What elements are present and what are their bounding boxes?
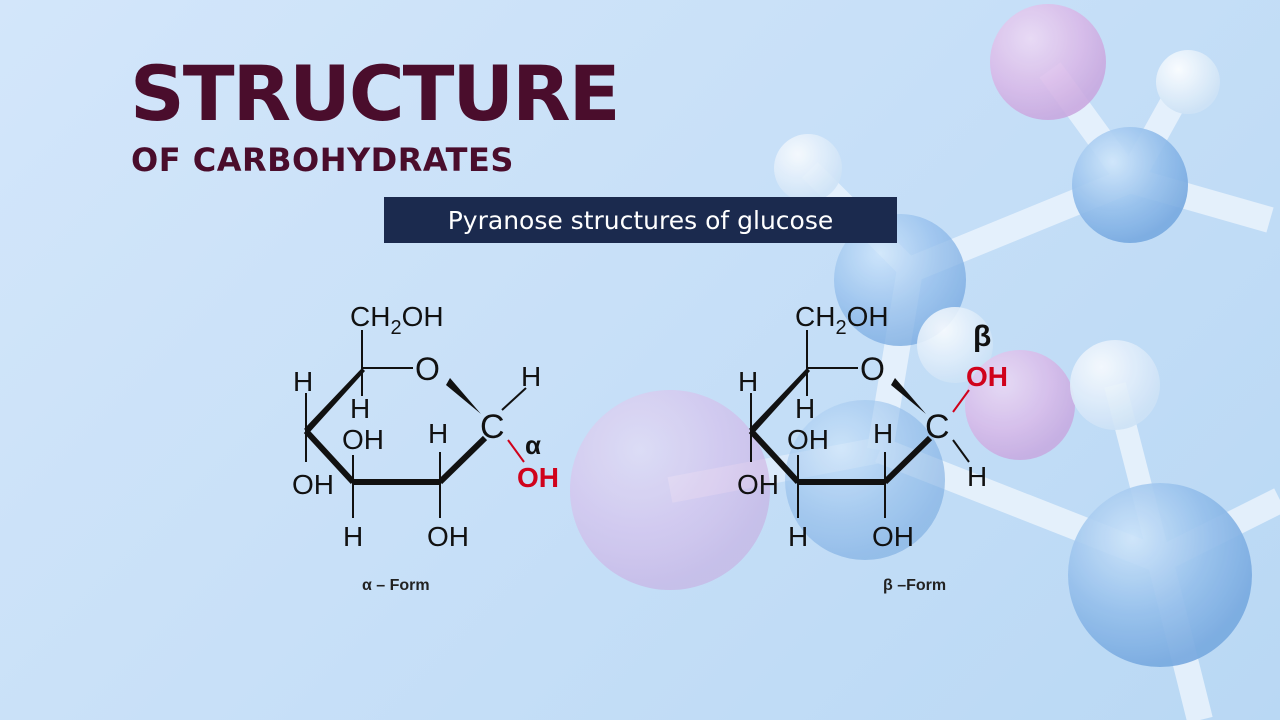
- c2-h-label: H: [428, 418, 448, 449]
- anomeric-carbon-label: C: [925, 408, 950, 446]
- oh-text: OH: [847, 301, 889, 332]
- alpha-glucose-diagram: CH2OH O C H H H OH H OH H OH OH α α – Fo…: [280, 290, 580, 615]
- beta-form-caption: β –Form: [883, 577, 946, 594]
- beta-glucose-diagram: CH2OH O C OH β H H H OH H OH H OH β –For…: [725, 290, 1025, 615]
- ch2-text: CH: [795, 301, 835, 332]
- c1-h-label: H: [967, 461, 987, 492]
- c3-h-label: H: [788, 521, 808, 552]
- c3-oh-label: OH: [787, 424, 829, 455]
- anomeric-carbon-label: C: [480, 408, 505, 446]
- c3-oh-label: OH: [342, 424, 384, 455]
- page-subtitle: OF CARBOHYDRATES: [131, 141, 514, 179]
- c1-h-label: H: [521, 361, 541, 392]
- subscript-2: 2: [835, 317, 846, 339]
- alpha-symbol: α: [525, 430, 541, 460]
- c5-h-label: H: [293, 366, 313, 397]
- c4-h-label: H: [350, 393, 370, 424]
- subscript-2: 2: [390, 317, 401, 339]
- c3-h-label: H: [343, 521, 363, 552]
- ch2oh-label: CH2OH: [350, 301, 444, 339]
- alpha-form-caption: α – Form: [362, 577, 430, 594]
- oh-text: OH: [402, 301, 444, 332]
- beta-symbol: β: [973, 320, 991, 353]
- ring-oxygen-label: O: [415, 351, 440, 387]
- c4-oh-label: OH: [292, 469, 334, 500]
- ring-oxygen-label: O: [860, 351, 885, 387]
- ch2-text: CH: [350, 301, 390, 332]
- c2-h-label: H: [873, 418, 893, 449]
- c2-oh-label: OH: [427, 521, 469, 552]
- anomeric-oh-label: OH: [517, 462, 559, 493]
- c2-oh-label: OH: [872, 521, 914, 552]
- c5-h-label: H: [738, 366, 758, 397]
- anomeric-oh-label: OH: [966, 361, 1008, 392]
- ch2oh-label: CH2OH: [795, 301, 889, 339]
- c4-oh-label: OH: [737, 469, 779, 500]
- section-banner: Pyranose structures of glucose: [384, 197, 897, 243]
- c4-h-label: H: [795, 393, 815, 424]
- page-title: STRUCTURE: [130, 49, 621, 138]
